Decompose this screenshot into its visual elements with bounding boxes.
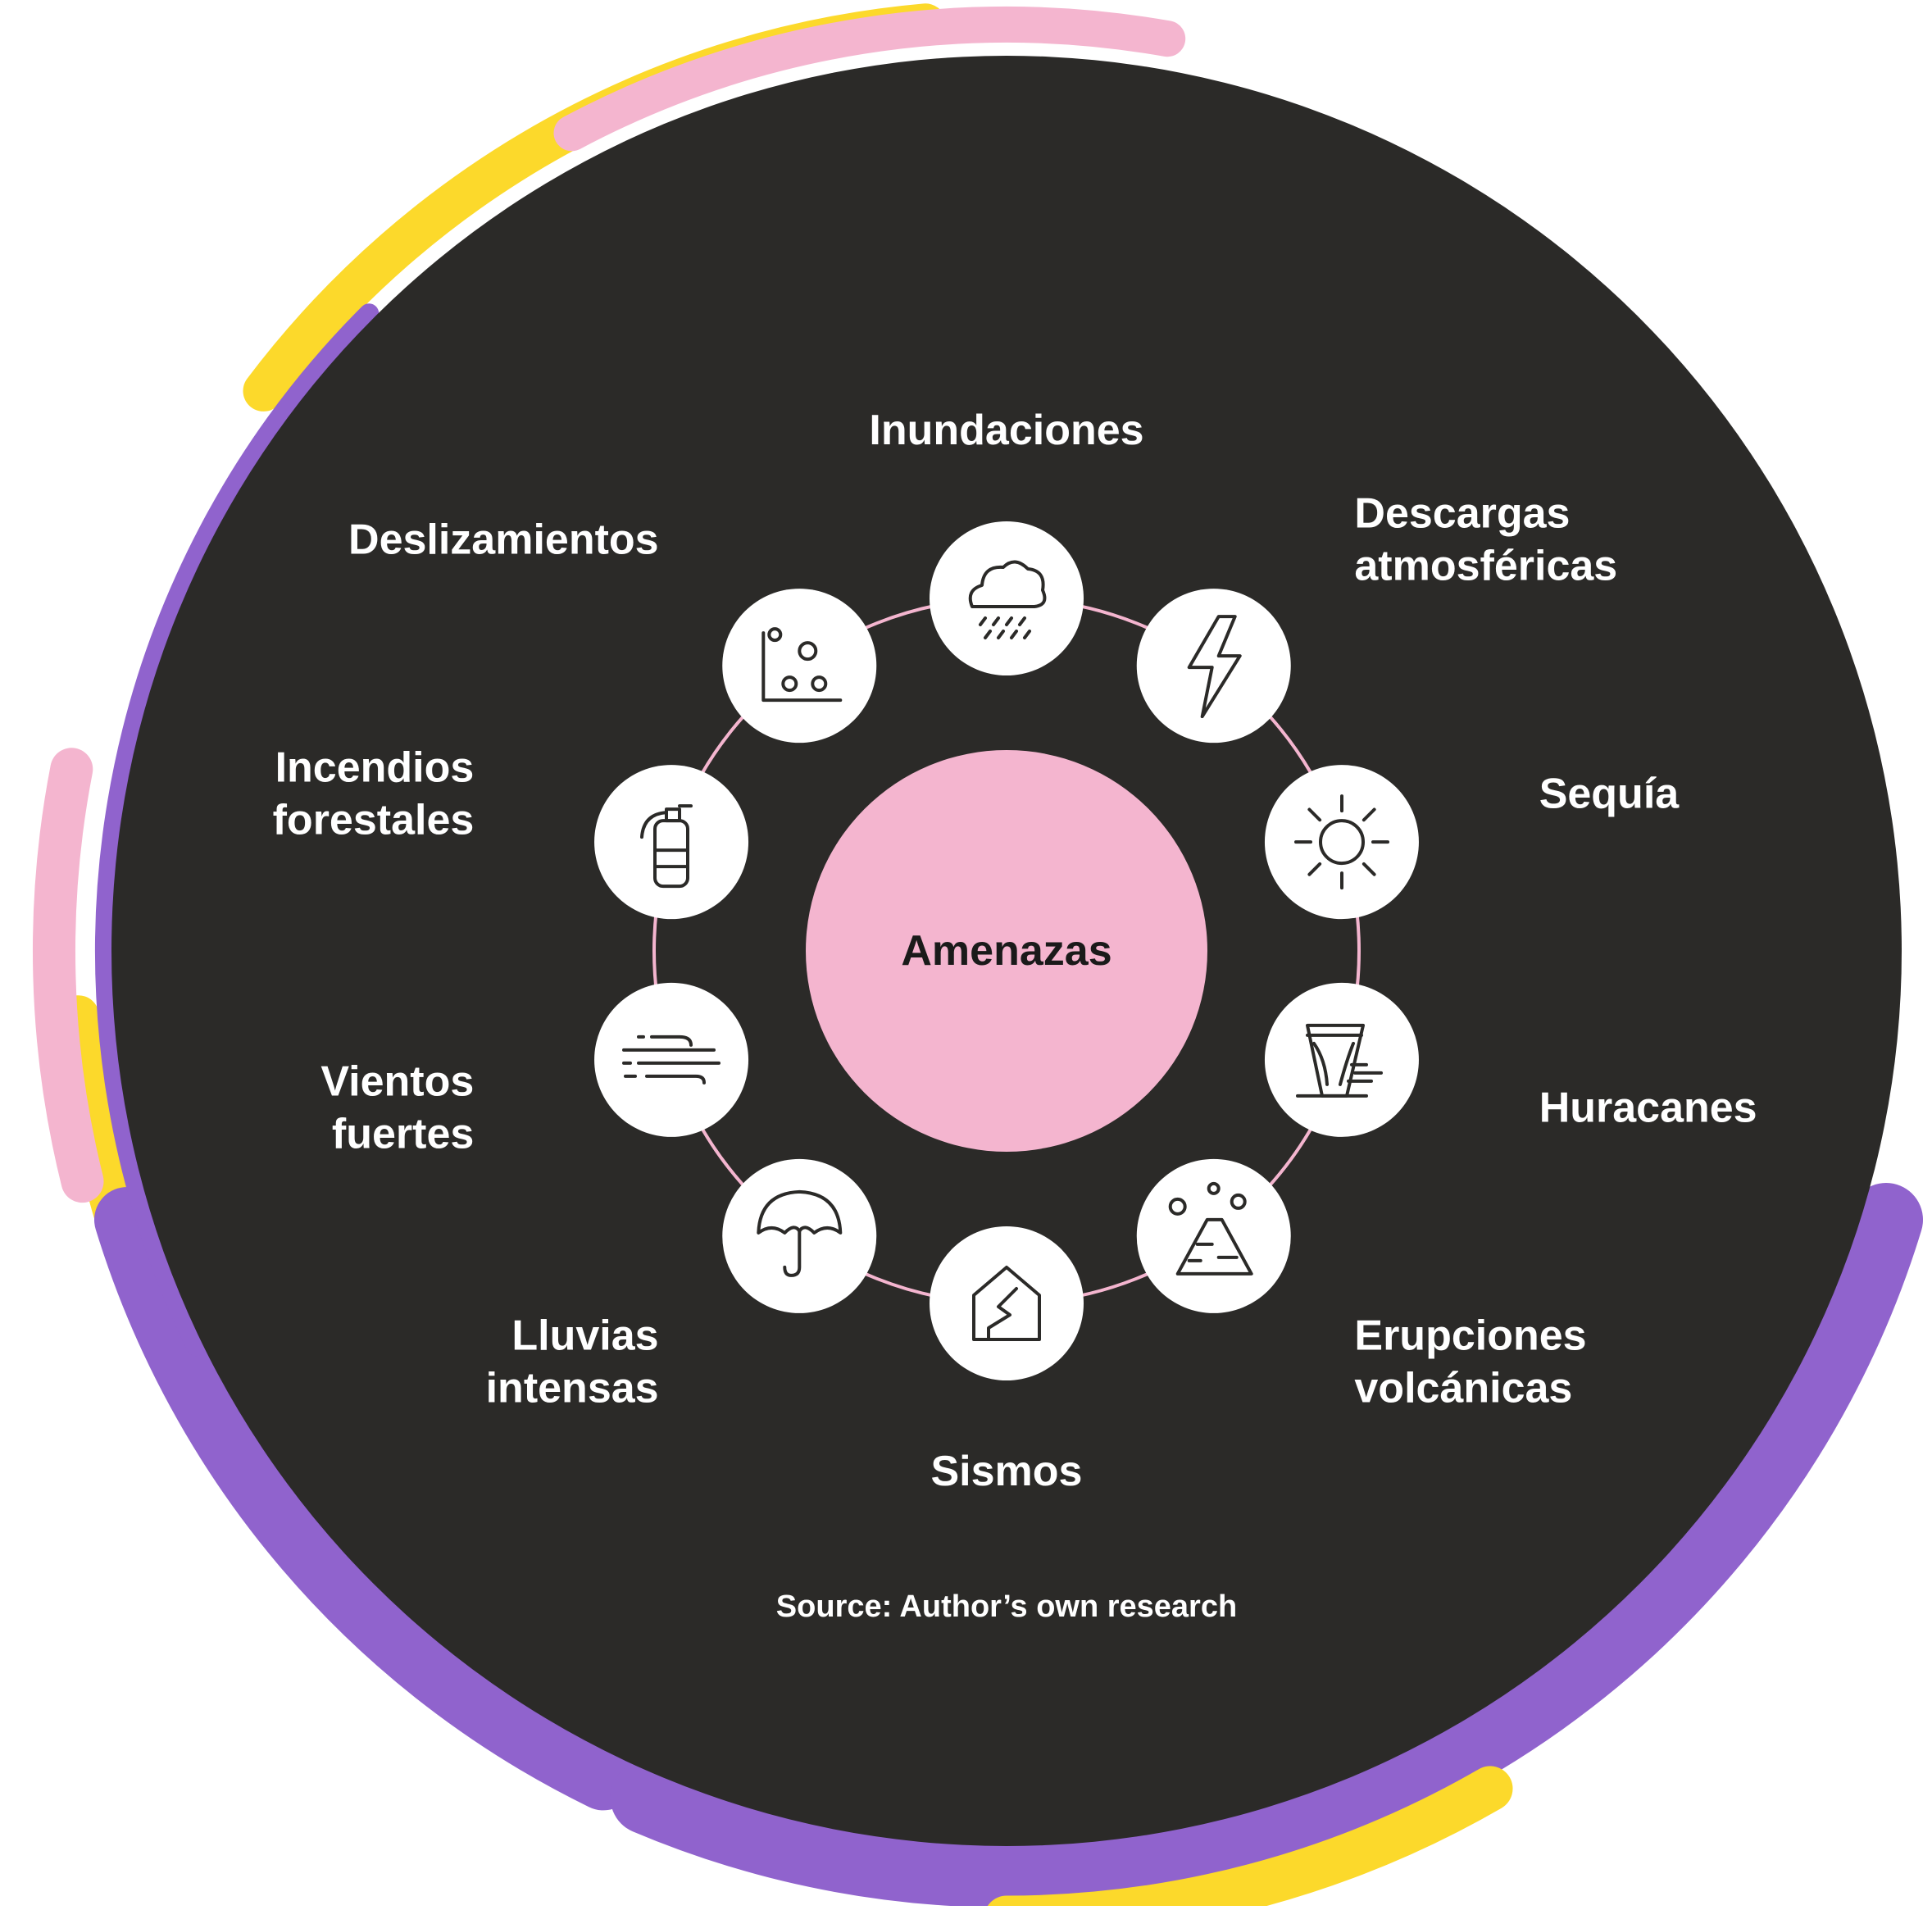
node-deslizamientos [722,589,877,744]
node-incendios [594,765,749,920]
label-incendios: Incendios forestales [273,744,475,844]
label-line-lluvias: intensas [486,1365,659,1412]
label-line-incendios: forestales [273,796,475,844]
label-line-incendios: Incendios [275,744,475,791]
label-deslizamientos: Deslizamientos [348,516,659,563]
node-descargas [1136,589,1291,744]
umbrella-icon [757,1189,843,1277]
fire-extinguisher-icon [640,804,693,889]
label-line-deslizamientos: Deslizamientos [348,516,659,563]
label-huracanes: Huracanes [1539,1085,1757,1132]
lightning-icon [1187,615,1242,719]
center-circle [806,750,1207,1152]
landslide-icon [761,627,843,703]
label-line-vientos: Vientos [320,1058,474,1106]
label-line-inundaciones: Inundaciones [869,407,1143,454]
center-label: Amenazas [901,927,1111,975]
node-erupciones [1136,1158,1291,1313]
hazard-nodes [594,521,1419,1380]
node-sequia [1264,765,1419,920]
pink-arc-top [553,7,1186,152]
node-circle-sequia [1264,765,1419,920]
label-line-sismos: Sismos [931,1448,1083,1495]
label-line-huracanes: Huracanes [1539,1085,1757,1132]
purple-arc-left [95,303,380,1357]
node-inundaciones [930,521,1084,675]
node-vientos [594,982,749,1137]
label-line-descargas: Descargas [1354,489,1570,537]
label-sismos: Sismos [931,1448,1083,1495]
sun-icon [1294,794,1389,890]
node-circle-incendios [594,765,749,920]
purple-arc-bottom-right [610,1183,1923,1908]
node-circle-vientos [594,982,749,1137]
label-lluvias: Lluvias intensas [486,1312,659,1412]
wind-icon [622,1035,721,1085]
pink-arc-left [32,748,104,1203]
source-note: Source: Author’s own research [776,1589,1237,1624]
node-circle-descargas [1136,589,1291,744]
tornado-icon [1296,1023,1383,1098]
node-circle-huracanes [1264,982,1419,1137]
label-line-erupciones: volcánicas [1354,1365,1572,1412]
label-line-lluvias: Lluvias [511,1312,658,1360]
cracked-house-icon [972,1266,1041,1341]
label-vientos: Vientos fuertes [320,1058,474,1158]
label-erupciones: Erupciones volcánicas [1354,1312,1586,1412]
label-line-descargas: atmosféricas [1354,542,1617,589]
yellow-arc-bottom-right [985,1766,1513,1910]
node-circle-deslizamientos [722,589,877,744]
node-huracanes [1264,982,1419,1137]
label-descargas: Descargas atmosféricas [1354,489,1617,589]
volcano-icon [1168,1181,1253,1276]
purple-arc-bottom [94,1187,637,1811]
node-sismos [930,1226,1084,1380]
label-inundaciones: Inundaciones [869,407,1143,454]
node-lluvias [722,1158,877,1313]
rain-cloud-icon [968,560,1047,639]
decorative-arcs-back [32,3,1923,1910]
label-line-vientos: fuertes [332,1111,474,1158]
node-circle-sismos [930,1226,1084,1380]
label-line-sequia: Sequía [1539,770,1680,817]
node-circle-inundaciones [930,521,1084,675]
label-line-erupciones: Erupciones [1354,1312,1586,1360]
label-sequia: Sequía [1539,770,1680,817]
